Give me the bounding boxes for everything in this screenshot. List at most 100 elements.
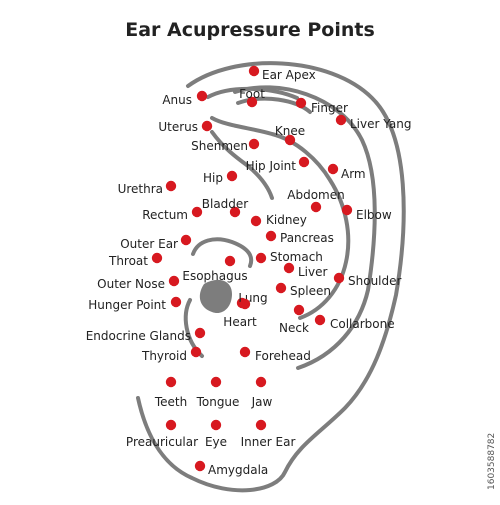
point-label: Throat bbox=[108, 254, 148, 268]
point-outer-ear: Outer Ear bbox=[120, 234, 192, 251]
point-label: Finger bbox=[311, 101, 348, 115]
watermark-id: 1603588782 bbox=[487, 432, 497, 490]
point-kidney: Kidney bbox=[250, 213, 307, 227]
point-liver-yang: Liver Yang bbox=[335, 114, 412, 131]
point-label: Heart bbox=[223, 315, 257, 329]
point-hunger-point: Hunger Point bbox=[88, 296, 182, 312]
point-knee: Knee bbox=[275, 124, 305, 146]
point-foot: Foot bbox=[239, 87, 265, 108]
point-label: Foot bbox=[239, 87, 265, 101]
point-label: Elbow bbox=[356, 208, 392, 222]
point-label: Bladder bbox=[202, 197, 249, 211]
point-dot bbox=[255, 252, 267, 264]
point-label: Hip bbox=[203, 171, 223, 185]
point-dot bbox=[191, 206, 203, 218]
point-shenmen: Shenmen bbox=[191, 138, 260, 153]
point-dot bbox=[165, 180, 177, 192]
point-label: Tongue bbox=[196, 395, 240, 409]
point-dot bbox=[226, 170, 238, 182]
point-label: Liver Yang bbox=[350, 117, 412, 131]
point-abdomen: Abdomen bbox=[287, 188, 345, 213]
point-label: Amygdala bbox=[208, 463, 268, 477]
point-anus: Anus bbox=[162, 90, 208, 107]
point-tongue: Tongue bbox=[196, 376, 240, 409]
point-thyroid: Thyroid bbox=[141, 346, 202, 363]
point-dot bbox=[310, 201, 322, 213]
point-label: Forehead bbox=[255, 349, 311, 363]
point-stomach: Stomach bbox=[255, 250, 323, 264]
point-label: Inner Ear bbox=[241, 435, 296, 449]
ear-outline bbox=[136, 61, 406, 493]
point-dot bbox=[327, 163, 339, 175]
point-outer-nose: Outer Nose bbox=[97, 275, 180, 291]
point-collarbone: Collarbone bbox=[314, 314, 395, 331]
point-dot bbox=[239, 346, 251, 358]
antihelix-crus-line bbox=[210, 130, 274, 200]
point-label: Ear Apex bbox=[262, 68, 316, 82]
point-dot bbox=[295, 97, 307, 109]
point-bladder: Bladder bbox=[202, 197, 249, 218]
point-uterus: Uterus bbox=[158, 120, 213, 134]
diagram-title: Ear Acupressure Points bbox=[125, 19, 375, 41]
point-dot bbox=[283, 262, 295, 274]
point-dot bbox=[151, 252, 163, 264]
point-label: Rectum bbox=[142, 208, 188, 222]
point-label: Teeth bbox=[154, 395, 187, 409]
point-label: Anus bbox=[162, 93, 192, 107]
point-label: Outer Nose bbox=[97, 277, 165, 291]
point-eye: Eye bbox=[205, 419, 227, 449]
point-dot bbox=[194, 460, 206, 472]
concha-line bbox=[191, 237, 254, 268]
point-dot bbox=[229, 206, 241, 218]
point-dot bbox=[333, 272, 345, 284]
point-label: Hip Joint bbox=[246, 159, 297, 173]
point-dot bbox=[165, 376, 177, 388]
point-label: Abdomen bbox=[287, 188, 344, 202]
point-throat: Throat bbox=[108, 252, 163, 268]
point-dot bbox=[224, 255, 236, 267]
point-dot bbox=[293, 304, 305, 316]
point-dot bbox=[314, 314, 326, 326]
point-label: Arm bbox=[341, 167, 366, 181]
point-dot bbox=[248, 138, 260, 150]
point-dot bbox=[341, 204, 353, 216]
point-elbow: Elbow bbox=[341, 204, 392, 222]
point-inner-ear: Inner Ear bbox=[241, 419, 296, 449]
point-liver: Liver bbox=[283, 262, 328, 279]
ear-canal bbox=[199, 279, 232, 314]
helix-inner-line bbox=[233, 85, 377, 370]
point-dot bbox=[255, 419, 267, 431]
point-label: Preauricular bbox=[126, 435, 198, 449]
point-label: Shoulder bbox=[348, 274, 402, 288]
point-forehead: Forehead bbox=[239, 346, 311, 363]
point-dot bbox=[196, 90, 208, 102]
point-dot bbox=[248, 65, 260, 77]
point-hip: Hip bbox=[203, 170, 238, 185]
point-dot bbox=[284, 134, 296, 146]
point-label: Jaw bbox=[251, 395, 273, 409]
point-dot bbox=[165, 419, 177, 431]
point-label: Collarbone bbox=[330, 317, 395, 331]
point-dot bbox=[335, 114, 347, 126]
point-dot bbox=[180, 234, 192, 246]
point-spleen: Spleen bbox=[275, 282, 331, 298]
point-urethra: Urethra bbox=[118, 180, 177, 196]
point-arm: Arm bbox=[327, 163, 366, 181]
point-dot bbox=[275, 282, 287, 294]
point-label: Hunger Point bbox=[88, 298, 166, 312]
point-heart: Heart bbox=[223, 298, 257, 329]
point-label: Uterus bbox=[158, 120, 198, 134]
point-finger: Finger bbox=[295, 97, 348, 115]
point-label: Outer Ear bbox=[120, 237, 178, 251]
point-dot bbox=[190, 346, 202, 358]
point-preauricular: Preauricular bbox=[126, 419, 198, 449]
point-label: Pancreas bbox=[280, 231, 334, 245]
point-dot bbox=[170, 296, 182, 308]
point-shoulder: Shoulder bbox=[333, 272, 402, 288]
point-label: Esophagus bbox=[182, 269, 247, 283]
point-dot bbox=[194, 327, 206, 339]
point-dot bbox=[250, 215, 262, 227]
point-pancreas: Pancreas bbox=[265, 230, 334, 245]
